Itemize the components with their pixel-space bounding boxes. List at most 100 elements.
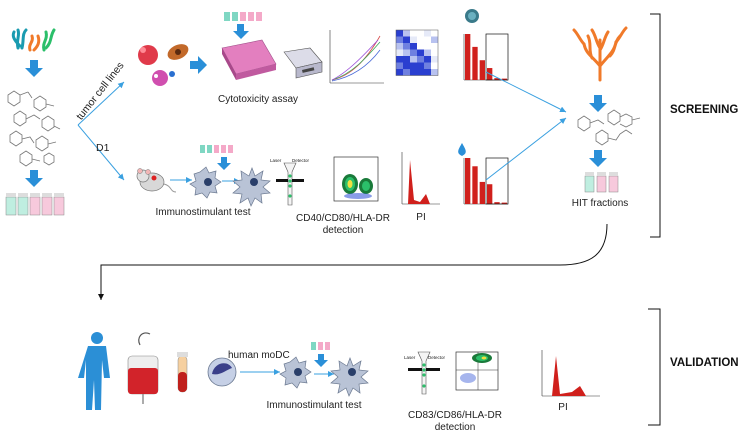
human-figure-icon [78,332,110,410]
laser-label: Laser [270,158,282,163]
immature-dendritic-cell-icon [279,356,312,389]
heatmap-cell [424,43,431,50]
cytotoxicity-assay-label: Cytotoxicity assay [217,94,299,105]
screening-section-label: SCREENING [670,104,739,116]
highlight-box [485,33,509,81]
arrow-to-tumor-lines [77,81,125,126]
arrow-to-coral [485,117,567,181]
tubes-icon [200,145,233,153]
dot-plot-top [333,156,379,202]
arrow-to-coral [485,71,567,113]
bar-chart-bottom [463,157,509,205]
bar [472,46,478,80]
bar [465,158,471,204]
heatmap-cell [403,30,410,37]
bar [479,60,485,80]
heatmap-cell [396,30,403,37]
pi-histogram-top [401,152,440,205]
connector-to-validation [98,223,608,300]
heatmap [395,29,439,76]
heatmap-cell [396,36,403,43]
down-arrow-icon [589,150,607,167]
heatmap-cell [410,69,417,76]
bar [494,202,500,204]
heatmap-cell [424,30,431,37]
heatmap-cell [424,69,431,76]
heatmap-cell [410,56,417,63]
heatmap-cell [417,36,424,43]
bar [501,78,507,80]
mouse-icon [136,168,177,193]
heatmap-cell [417,30,424,37]
heatmap-cell [431,49,438,56]
down-arrow-icon [25,170,43,187]
bar [487,184,493,204]
blood-tube-icon [177,352,188,393]
validation-section-label: VALIDATION [670,357,739,369]
highlight-box [485,157,509,205]
monocyte-icon [207,357,237,387]
cd40-detection-label-line1: CD40/CD80/HLA-DR [296,213,390,224]
algae-icon [11,28,56,52]
bar-chart-top [463,33,509,81]
water-drop-icon [458,143,466,156]
heatmap-cell [396,56,403,63]
bar [479,181,485,204]
heatmap-cell [396,49,403,56]
heatmap-cell [424,36,431,43]
down-arrow-icon [314,354,328,367]
dot-plot-bottom [455,351,499,391]
pi-label-top: PI [416,212,426,223]
molecule-cloud-icon [7,90,61,167]
well-plate-icon [221,39,277,80]
fraction-vials-icon [5,193,65,216]
laser-label: Laser [404,355,416,360]
tubes-icon [224,12,262,21]
heatmap-cell [396,43,403,50]
down-arrow-icon [233,24,249,39]
heatmap-cell [417,56,424,63]
d1-label: D1 [96,142,110,154]
heatmap-cell [424,56,431,63]
plate-reader-icon [283,47,323,79]
heatmap-cell [403,43,410,50]
tumor-cells-icon [138,44,189,86]
heatmap-cell [410,49,417,56]
heatmap-cell [410,30,417,37]
cd40-detection-label-line2: detection [322,225,364,236]
down-arrow-icon [217,157,231,170]
heatmap-cell [403,36,410,43]
heatmap-cell [417,69,424,76]
heatmap-cell [417,62,424,69]
blood-bag-icon [127,332,159,404]
heatmap-cell [403,56,410,63]
heatmap-cell [431,62,438,69]
bar [465,34,471,80]
heatmap-cell [431,56,438,63]
mature-dendritic-cell-icon [232,167,271,207]
bar [501,202,507,204]
heatmap-cell [403,62,410,69]
heatmap-cell [431,36,438,43]
heatmap-cell [431,69,438,76]
flow-cytometer-icon [408,351,440,395]
immunostimulant-test-label: Immunostimulant test [155,207,251,218]
detector-label: Detector [428,355,446,360]
heatmap-cell [424,49,431,56]
sea-creature-icon [465,9,479,23]
down-arrow-icon [589,95,607,112]
arrow-to-d1 [77,124,125,181]
pi-histogram-bottom [541,350,600,397]
heatmap-cell [431,43,438,50]
down-arrow-icon [25,60,43,77]
heatmap-cell [417,49,424,56]
heatmap-cell [417,43,424,50]
screening-bracket [650,13,661,238]
heatmap-cell [403,49,410,56]
heatmap-cell [410,43,417,50]
mature-dendritic-cell-icon [330,357,369,397]
immunostimulant-test-label-bottom: Immunostimulant test [266,400,362,411]
human-modc-label: human moDC [228,350,290,361]
flow-cytometer-icon [276,162,304,206]
